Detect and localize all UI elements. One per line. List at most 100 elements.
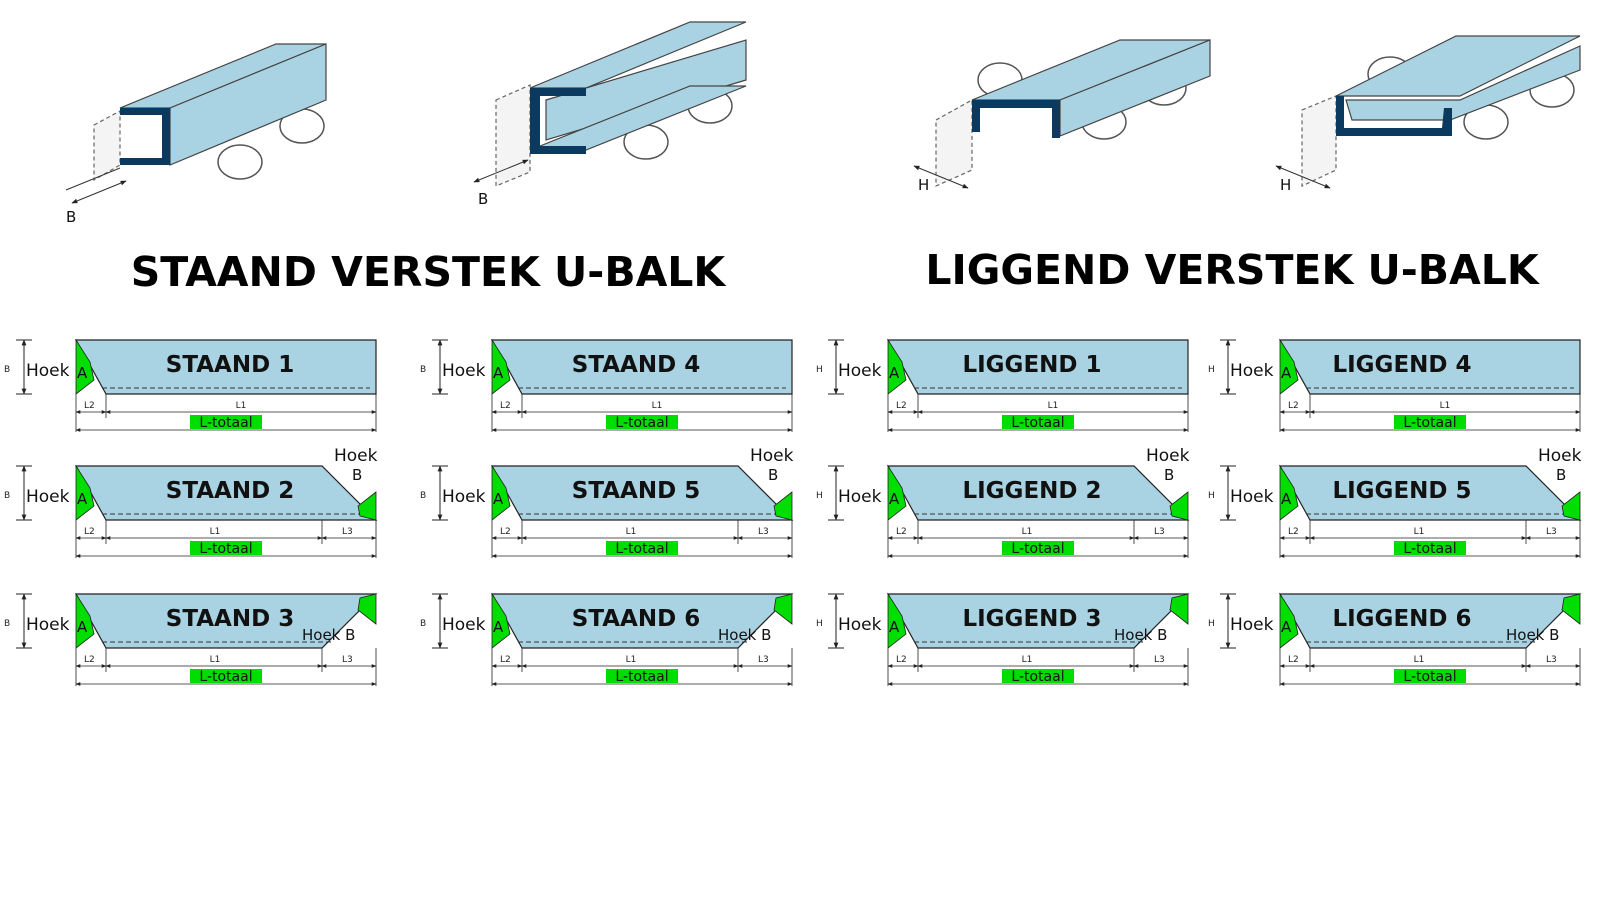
l-totaal-badge (1394, 541, 1466, 555)
angle-b-wedge (1169, 491, 1189, 521)
l-totaal-label: L-totaal (199, 415, 252, 431)
angle-a-wedge (75, 464, 95, 521)
angle-a-letter: A (493, 490, 504, 508)
l-totaal-label: L-totaal (615, 415, 668, 431)
l-totaal-label: L-totaal (1011, 541, 1064, 557)
l3-label: L3 (1154, 527, 1165, 537)
l2-label: L2 (896, 655, 907, 665)
l1-label: L1 (1414, 655, 1425, 665)
height-dim-label: B (4, 365, 10, 375)
l-totaal-badge (190, 541, 262, 555)
l-totaal-badge (606, 541, 678, 555)
l-totaal-badge (606, 669, 678, 683)
l3-label: L3 (1546, 527, 1557, 537)
miter-tile-7: H Hoek A L2 L1 L-totaal LIGGEND 1 (816, 338, 1189, 432)
height-dim-label: B (420, 491, 426, 501)
miter-tile-1: B Hoek A L2 L1 L-totaal STAAND 1 (4, 338, 377, 432)
miter-tile-11: H Hoek A Hoek B L2 L1 L3 (1208, 446, 1582, 558)
l-totaal-label: L-totaal (615, 669, 668, 685)
miter-tile-4: B Hoek A L2 L1 L-totaal STAAND 4 (420, 338, 793, 432)
hoek-a-label: Hoek (1230, 361, 1274, 381)
l1-label: L1 (652, 401, 663, 411)
angle-b-wedge (773, 593, 793, 625)
l1-label: L1 (1022, 655, 1033, 665)
l1-label: L1 (1414, 527, 1425, 537)
tile-title: STAAND 3 (166, 606, 294, 632)
beam-illustration-liggend-2: H (1275, 35, 1581, 194)
hoek-a-label: Hoek (1230, 487, 1274, 507)
height-dim-label: B (420, 365, 426, 375)
hoek-a-label: Hoek (26, 361, 70, 381)
tiles-grid: B Hoek A L2 L1 L-totaal STAAND 1 (4, 338, 1582, 686)
beam-illustration-staand-2: B (473, 21, 747, 208)
l-totaal-badge (1002, 415, 1074, 429)
hoek-a-label: Hoek (26, 487, 70, 507)
angle-b-wedge (357, 491, 377, 521)
height-dim-label: B (420, 619, 426, 629)
l1-label: L1 (210, 527, 221, 537)
beam-dim-label: B (478, 190, 488, 208)
angle-a-wedge (887, 592, 907, 649)
l-totaal-label: L-totaal (1011, 415, 1064, 431)
l-totaal-label: L-totaal (1011, 669, 1064, 685)
height-dim-label: H (1208, 491, 1215, 501)
l-totaal-label: L-totaal (1403, 669, 1456, 685)
hoek-a-label: Hoek (442, 615, 486, 635)
l-totaal-label: L-totaal (615, 541, 668, 557)
angle-a-wedge (491, 464, 511, 521)
angle-b-letter: B (352, 466, 362, 484)
angle-b-letter: B (1556, 466, 1566, 484)
l1-label: L1 (236, 401, 247, 411)
height-dim-label: H (816, 619, 823, 629)
tile-title: LIGGEND 1 (962, 352, 1101, 378)
l2-label: L2 (500, 527, 511, 537)
l1-label: L1 (1440, 401, 1451, 411)
angle-a-wedge (75, 592, 95, 649)
l-totaal-label: L-totaal (1403, 541, 1456, 557)
l3-label: L3 (758, 655, 769, 665)
angle-b-wedge (1169, 593, 1189, 625)
angle-a-letter: A (889, 490, 900, 508)
miter-tile-12: H Hoek A Hoek B L2 L1 L3 (1208, 592, 1582, 686)
l-totaal-label: L-totaal (199, 541, 252, 557)
angle-a-wedge (1279, 464, 1299, 521)
hoek-a-label: Hoek (442, 487, 486, 507)
l3-label: L3 (342, 527, 353, 537)
hoek-a-label: Hoek (838, 361, 882, 381)
angle-a-letter: A (493, 618, 504, 636)
l1-label: L1 (1022, 527, 1033, 537)
l2-label: L2 (84, 655, 95, 665)
beam-dim-label: H (918, 176, 929, 194)
l-totaal-badge (1002, 669, 1074, 683)
hoek-a-label: Hoek (442, 361, 486, 381)
l1-label: L1 (1048, 401, 1059, 411)
tile-title: STAAND 2 (166, 478, 294, 504)
angle-b-wedge (1561, 491, 1581, 521)
tile-title: LIGGEND 6 (1332, 606, 1471, 632)
l3-label: L3 (758, 527, 769, 537)
hoek-b-label: Hoek B (302, 626, 355, 644)
l2-label: L2 (500, 655, 511, 665)
tile-title: LIGGEND 4 (1332, 352, 1471, 378)
l-totaal-badge (190, 415, 262, 429)
angle-a-wedge (75, 338, 95, 395)
l2-label: L2 (84, 527, 95, 537)
beam-illustration-staand-1: B (65, 43, 327, 226)
angle-a-letter: A (1281, 618, 1292, 636)
l2-label: L2 (896, 527, 907, 537)
angle-a-wedge (491, 592, 511, 649)
l2-label: L2 (1288, 655, 1299, 665)
miter-tile-9: H Hoek A Hoek B L2 L1 L3 (816, 592, 1190, 686)
height-dim-label: H (1208, 365, 1215, 375)
angle-a-letter: A (889, 618, 900, 636)
l2-label: L2 (1288, 401, 1299, 411)
hoek-b-label: Hoek B (718, 626, 771, 644)
l2-label: L2 (500, 401, 511, 411)
l-totaal-badge (1002, 541, 1074, 555)
l3-label: L3 (1546, 655, 1557, 665)
angle-a-letter: A (77, 618, 88, 636)
l-totaal-badge (1394, 415, 1466, 429)
tile-title: LIGGEND 3 (962, 606, 1101, 632)
heading-staand: STAAND VERSTEK U-BALK (131, 248, 728, 296)
angle-a-letter: A (493, 364, 504, 382)
